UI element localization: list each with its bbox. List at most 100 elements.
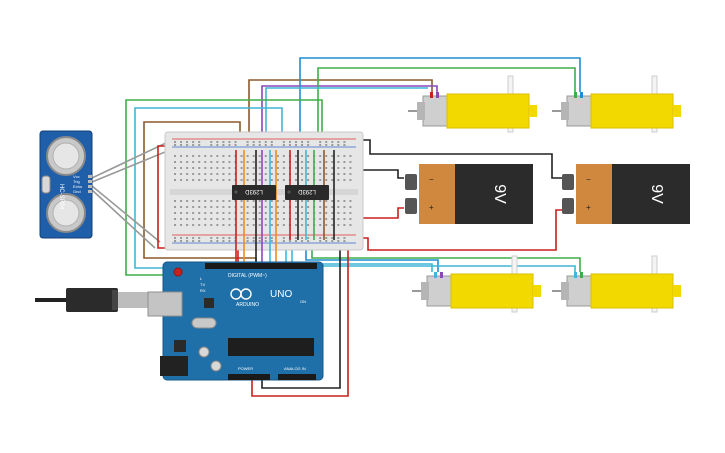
breadboard-hole <box>295 240 297 242</box>
breadboard-hole <box>180 240 183 242</box>
breadboard-hole <box>198 179 201 181</box>
reset-button[interactable] <box>173 267 183 277</box>
sensor-pin <box>88 175 92 178</box>
breadboard-hole <box>174 144 176 146</box>
breadboard-hole <box>198 224 201 226</box>
sensor-pin-label: Gnd <box>73 189 81 194</box>
breadboard-hole <box>204 167 207 169</box>
motor-output-hub <box>529 105 537 117</box>
breadboard-hole <box>282 218 285 220</box>
breadboard-hole <box>343 179 346 181</box>
breadboard-hole <box>192 224 195 226</box>
breadboard-hole <box>270 141 273 143</box>
breadboard-hole <box>343 155 346 157</box>
breadboard-hole <box>349 212 352 214</box>
breadboard-hole <box>301 240 304 242</box>
breadboard-hole <box>222 212 225 214</box>
breadboard-hole <box>180 144 183 146</box>
breadboard-hole <box>228 179 231 181</box>
breadboard-hole <box>301 173 304 175</box>
breadboard-hole <box>258 167 261 169</box>
breadboard-hole <box>301 218 304 220</box>
breadboard-hole <box>331 141 334 143</box>
motor-bottom-left <box>412 255 541 313</box>
crystal <box>191 317 217 329</box>
breadboard-hole <box>192 212 195 214</box>
breadboard-hole <box>204 218 207 220</box>
breadboard-hole <box>331 173 334 175</box>
breadboard-hole <box>319 141 322 143</box>
wire-battery1-red <box>355 209 562 251</box>
sensor-pins: Vcc Trig Echo Gnd <box>73 174 92 194</box>
sensor-model-label: HC-SR04 <box>58 184 64 210</box>
breadboard-hole <box>331 237 334 239</box>
motor-bottom-right <box>552 255 681 313</box>
breadboard-hole <box>307 161 310 163</box>
breadboard-hole <box>180 212 183 214</box>
capacitor <box>198 346 210 358</box>
breadboard-hole <box>234 144 237 146</box>
breadboard-hole <box>252 161 255 163</box>
breadboard-hole <box>301 237 304 239</box>
breadboard-hole <box>174 224 176 226</box>
breadboard-hole <box>186 237 189 239</box>
breadboard-hole <box>301 224 304 226</box>
breadboard-hole <box>270 144 273 146</box>
motor-terminal <box>580 272 583 278</box>
breadboard-hole <box>295 218 297 220</box>
breadboard-hole <box>228 218 231 220</box>
breadboard-hole <box>228 141 231 143</box>
breadboard-hole <box>258 155 261 157</box>
breadboard-hole <box>319 161 322 163</box>
breadboard-hole <box>198 173 201 175</box>
breadboard-hole <box>204 200 207 202</box>
sensor-transducer-bottom-mesh <box>52 199 80 227</box>
breadboard-hole <box>210 218 213 220</box>
breadboard-hole <box>301 179 304 181</box>
capacitor <box>210 360 222 372</box>
breadboard-hole <box>180 237 183 239</box>
sensor-transducer-top-mesh <box>52 142 80 170</box>
breadboard-hole <box>295 141 297 143</box>
breadboard-hole <box>325 167 328 169</box>
breadboard-hole <box>210 144 213 146</box>
breadboard-hole <box>216 200 219 202</box>
breadboard-hole <box>222 141 225 143</box>
breadboard-hole <box>349 200 352 202</box>
motor-can <box>566 95 592 127</box>
breadboard-hole <box>343 212 346 214</box>
sensor-pin-label: Vcc <box>73 174 80 179</box>
breadboard-hole <box>258 144 261 146</box>
breadboard-hole <box>295 167 297 169</box>
breadboard-hole <box>276 155 279 157</box>
breadboard-hole <box>337 179 340 181</box>
chip-label: L293D <box>297 188 315 194</box>
breadboard-hole <box>343 224 346 226</box>
breadboard-hole <box>349 155 352 157</box>
breadboard-hole <box>276 173 279 175</box>
breadboard-hole <box>288 240 291 242</box>
breadboard-hole <box>198 218 201 220</box>
driver-chip-1: L293D <box>232 185 276 200</box>
breadboard-hole <box>325 173 328 175</box>
analog-label: ANALOG IN <box>284 366 306 371</box>
breadboard-hole <box>246 167 249 169</box>
usb-cable <box>35 288 150 312</box>
breadboard-hole <box>222 167 225 169</box>
wire-motor3-cyan <box>291 240 433 272</box>
breadboard-hole <box>337 237 340 239</box>
power-header <box>228 374 270 380</box>
breadboard-hole <box>204 173 207 175</box>
breadboard-hole <box>246 224 249 226</box>
breadboard-hole <box>258 141 261 143</box>
breadboard-hole <box>228 224 231 226</box>
breadboard-hole <box>246 206 249 208</box>
breadboard-hole <box>337 173 340 175</box>
breadboard-hole <box>186 224 189 226</box>
breadboard-hole <box>222 206 225 208</box>
breadboard-hole <box>216 179 219 181</box>
wire-motor2-green <box>317 67 576 152</box>
breadboard-hole <box>319 167 322 169</box>
breadboard-hole <box>252 141 255 143</box>
breadboard-hole <box>343 173 346 175</box>
